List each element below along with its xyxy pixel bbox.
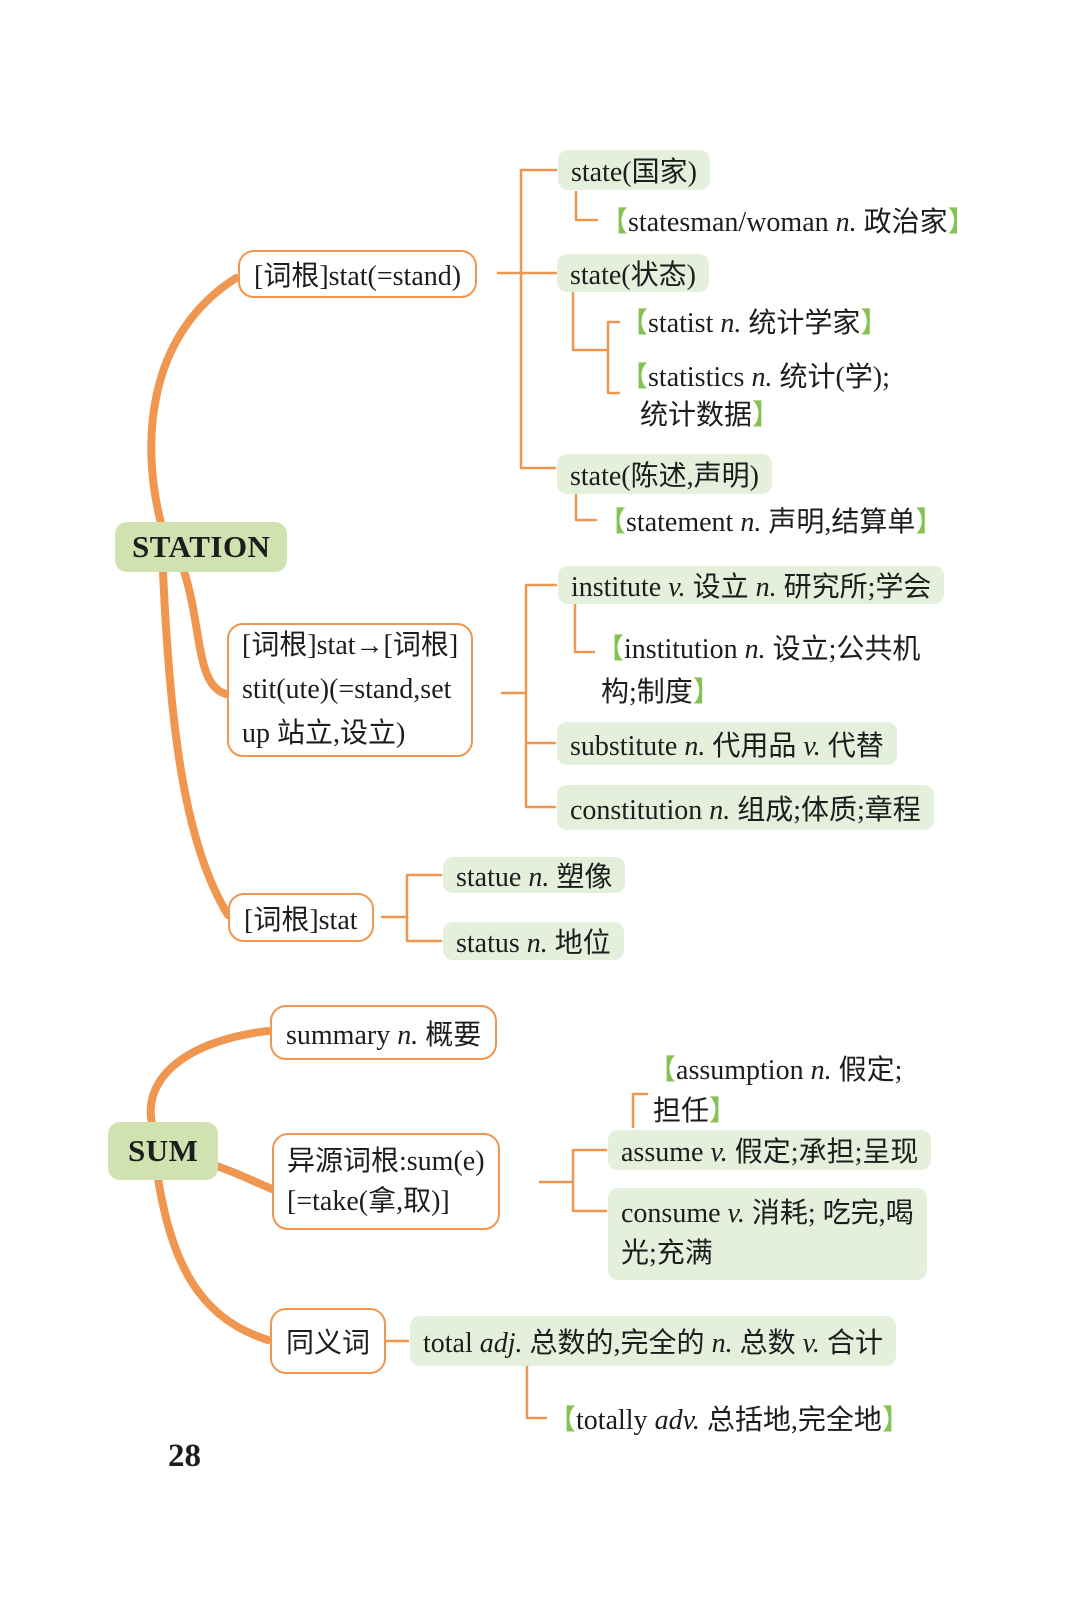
word-node-statue: statue n. 塑像: [443, 857, 626, 893]
bracket-glyph: 】: [881, 1405, 910, 1436]
connectors-stat-stand-group: [496, 168, 621, 522]
root-node-stit-ute-line3: up 站立,设立): [242, 718, 406, 749]
bracket-glyph: 】: [709, 1096, 738, 1127]
annotation-totally-text: 【totally adv. 总括地,完全地】: [548, 1405, 910, 1436]
root-node-stat-label: [词根]stat: [244, 904, 358, 936]
curve-sum-to-summary: [146, 1027, 272, 1128]
root-node-stat: [词根]stat: [228, 893, 374, 942]
root-node-summary: summary n. 概要: [270, 1005, 498, 1060]
bracket-glyph: 】: [692, 677, 721, 708]
bracket-glyph: 】: [752, 400, 781, 431]
annotation-assumption-line2-text: 担任】: [653, 1096, 738, 1127]
key-node-sum-label: SUM: [128, 1133, 199, 1168]
root-node-synonym: 同义词: [270, 1308, 387, 1374]
annotation-assumption-line1-text: 【assumption n. 假定;: [648, 1055, 903, 1086]
connectors-sum-group: [382, 1092, 649, 1420]
bracket-glyph: 【: [620, 308, 649, 339]
word-node-state-declare: state(陈述,声明): [557, 454, 772, 494]
word-node-total: total adj. 总数的,完全的 n. 总数 v. 合计: [410, 1316, 896, 1366]
annotation-statement-text: 【statement n. 声明,结算单】: [598, 507, 944, 538]
annotation-institution-line1: 【institution n. 设立;公共机: [596, 628, 920, 666]
curve-sum-to-synonym: [154, 1175, 272, 1344]
word-node-state-country: state(国家): [558, 150, 710, 190]
curve-station-to-root1: [147, 274, 240, 531]
key-node-sum: SUM: [108, 1122, 219, 1180]
bracket-glyph: 【: [648, 1055, 677, 1086]
bracket-glyph: 【: [598, 507, 627, 538]
annotation-institution-line2: 构;制度】: [601, 671, 721, 709]
annotation-institution-line1-text: 【institution n. 设立;公共机: [596, 634, 921, 665]
word-node-substitute: substitute n. 代用品 v. 代替: [557, 722, 897, 765]
annotation-totally: 【totally adv. 总括地,完全地】: [548, 1398, 910, 1438]
curve-station-to-root2: [180, 567, 230, 698]
root-node-sum-e-line2: [=take(拿,取)]: [287, 1185, 450, 1217]
word-node-consume-line2: 光;充满: [621, 1238, 713, 1269]
root-node-sum-e: 异源词根:sum(e) [=take(拿,取)]: [272, 1133, 500, 1230]
annotation-statist: 【statist n. 统计学家】: [620, 302, 888, 340]
annotation-statesman-text: 【statesman/woman n. 政治家】: [600, 207, 976, 238]
bracket-glyph: 】: [915, 507, 944, 538]
annotation-institution-line2-text: 构;制度】: [601, 677, 721, 708]
word-node-institute-label: institute v. 设立 n. 研究所;学会: [571, 572, 932, 603]
root-node-sum-e-line1: 异源词根:sum(e): [287, 1145, 485, 1177]
root-node-stat-stand-label: [词根]stat(=stand): [254, 261, 462, 292]
word-node-assume: assume v. 假定;承担;呈现: [608, 1130, 932, 1170]
annotation-statement: 【statement n. 声明,结算单】: [598, 500, 943, 540]
key-node-station-label: STATION: [132, 529, 271, 564]
word-node-consume-line1: consume v. 消耗; 吃完,喝: [621, 1198, 914, 1229]
bracket-glyph: 【: [600, 207, 629, 238]
word-node-assume-label: assume v. 假定;承担;呈现: [621, 1137, 919, 1168]
bracket-glyph: 【: [620, 362, 649, 393]
root-node-stat-stand: [词根]stat(=stand): [238, 250, 478, 298]
annotation-statist-text: 【statist n. 统计学家】: [620, 308, 889, 339]
elbow-connectors: [380, 168, 649, 1420]
root-node-stit-ute: [词根]stat→[词根] stit(ute)(=stand,set up 站立…: [227, 623, 474, 757]
word-node-status: status n. 地位: [443, 922, 624, 960]
bracket-glyph: 【: [548, 1405, 577, 1436]
annotation-assumption-line2: 担任】: [653, 1091, 737, 1127]
word-node-total-label: total adj. 总数的,完全的 n. 总数 v. 合计: [423, 1328, 883, 1359]
bracket-glyph: 【: [596, 634, 625, 665]
word-node-constitution-label: constitution n. 组成;体质;章程: [570, 794, 921, 826]
annotation-statistics-line1-text: 【statistics n. 统计(学);: [620, 362, 890, 393]
annotation-statesman: 【statesman/woman n. 政治家】: [600, 200, 976, 240]
word-node-consume: consume v. 消耗; 吃完,喝 光;充满: [608, 1188, 927, 1280]
root-node-synonym-label: 同义词: [286, 1328, 371, 1359]
bracket-glyph: 】: [947, 207, 976, 238]
key-node-station: STATION: [115, 522, 288, 572]
word-node-statue-label: statue n. 塑像: [456, 862, 613, 893]
page-number: 28: [168, 1438, 201, 1475]
word-node-state-country-label: state(国家): [571, 157, 697, 188]
word-node-state-declare-label: state(陈述,声明): [570, 461, 759, 492]
annotation-assumption-line1: 【assumption n. 假定;: [648, 1049, 902, 1087]
bracket-glyph: 】: [860, 308, 889, 339]
word-node-status-label: status n. 地位: [456, 928, 611, 959]
annotation-statistics-line2-text: 统计数据】: [640, 400, 781, 431]
word-node-constitution: constitution n. 组成;体质;章程: [557, 785, 934, 830]
root-node-summary-label: summary n. 概要: [286, 1019, 482, 1051]
annotation-statistics-line1: 【statistics n. 统计(学);: [620, 356, 890, 394]
connectors-stit-group: [500, 583, 596, 809]
word-node-state-status: state(状态): [557, 254, 709, 292]
main-branch-curves: [146, 274, 276, 1344]
root-node-stit-ute-line1: [词根]stat→[词根]: [242, 630, 459, 661]
root-node-stit-ute-line2: stit(ute)(=stand,set: [242, 674, 452, 705]
connectors-stat-group: [380, 873, 443, 943]
word-node-institute: institute v. 设立 n. 研究所;学会: [558, 566, 945, 604]
curve-station-to-root3: [159, 567, 232, 919]
page-number-text: 28: [168, 1438, 201, 1474]
word-node-state-status-label: state(状态): [570, 260, 696, 291]
annotation-statistics-line2: 统计数据】: [640, 394, 780, 432]
word-node-substitute-label: substitute n. 代用品 v. 代替: [570, 730, 884, 762]
